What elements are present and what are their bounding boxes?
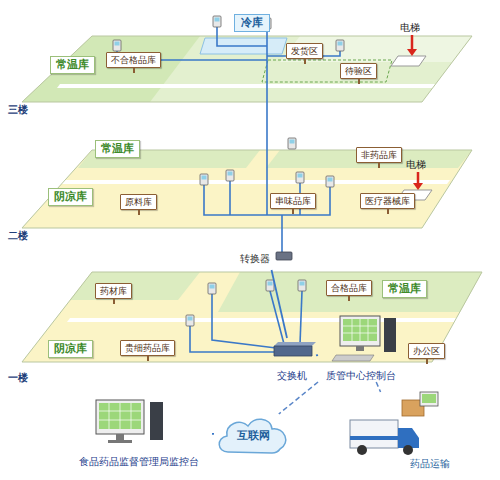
connector: [212, 433, 214, 435]
converter-node: 转换器: [240, 248, 298, 270]
network-switch: 交换机: [268, 338, 316, 382]
storage-sign: 不合格品库: [106, 52, 161, 68]
floor-zone: [280, 36, 472, 62]
sign-text: 待验区: [345, 66, 372, 76]
truck-stripe: [350, 436, 398, 440]
sign-text: 医疗器械库: [365, 196, 410, 206]
zone-text: 常温库: [101, 142, 134, 155]
floor-edge: [22, 272, 482, 362]
floor-zone: [266, 150, 472, 168]
storage-sign: 原料库: [120, 194, 157, 210]
floor-zone: [57, 84, 440, 88]
cloud-text: 互联网: [237, 428, 270, 443]
truck-cab: [398, 428, 419, 448]
truck-wheel: [403, 445, 413, 455]
floor-zone: [57, 180, 450, 184]
floor-label: 二楼: [8, 230, 28, 242]
sign-text: 原料库: [125, 197, 152, 207]
sign-text: 办公区: [413, 346, 440, 356]
floor-zone: [70, 272, 200, 300]
storage-sign: 串味品库: [270, 193, 316, 209]
floor-surface: [22, 150, 472, 228]
floor-zone: [67, 318, 460, 322]
sign-text: 发货区: [291, 46, 318, 56]
storage-sign: 办公区: [408, 343, 445, 359]
zone-label: 阴凉库: [48, 340, 93, 358]
monitor-base: [108, 440, 132, 443]
internet-cloud: 互联网: [214, 414, 292, 456]
control-console: 质管中心控制台: [318, 312, 404, 382]
zone-label: 常温库: [382, 280, 427, 298]
floor-label: 一楼: [8, 372, 28, 384]
pc-tower: [150, 402, 163, 440]
floor-zone: [22, 36, 200, 102]
storage-sign: 医疗器械库: [360, 193, 415, 209]
converter-icon: [276, 252, 292, 260]
cloud-shape: [219, 419, 286, 453]
storage-sign: 贵细药品库: [120, 340, 175, 356]
floor-label: 三楼: [8, 104, 28, 116]
cold-storage-label: 冷库: [234, 14, 270, 32]
zone-label: 常温库: [95, 140, 140, 158]
device-label: 药品运输: [410, 458, 450, 470]
zone-text: 阴凉库: [54, 342, 87, 355]
sensor: [213, 16, 221, 27]
sign-text: 药材库: [100, 286, 127, 296]
mini-screen: [422, 394, 436, 403]
sign-text: 非药品库: [361, 150, 397, 160]
cargo-box: [402, 400, 424, 416]
zone-text: 冷库: [241, 16, 263, 29]
floor-edge: [22, 150, 472, 228]
floor-edge: [22, 36, 472, 102]
dashed-connector: [376, 382, 380, 392]
elevator-label: 电梯: [406, 159, 426, 171]
storage-sign: 药材库: [95, 283, 132, 299]
storage-sign: 合格品库: [326, 280, 372, 296]
zone-label: 阴凉库: [48, 188, 93, 206]
zone-text: 常温库: [388, 282, 421, 295]
storage-sign: 非药品库: [356, 147, 402, 163]
device-label: 质管中心控制台: [318, 370, 404, 382]
floor-surface: [22, 36, 472, 102]
zone-label: 常温库: [50, 56, 95, 74]
device-label: 转换器: [240, 253, 270, 265]
mini-monitor: [420, 392, 438, 406]
sign-text: 贵细药品库: [125, 343, 170, 353]
dashed-connector: [279, 382, 318, 414]
monitor-console: 食品药品监督管理局监控台: [66, 396, 212, 468]
floor-outline: [5, 130, 480, 242]
elevator-label: 电梯: [400, 22, 420, 34]
zone-text: 阴凉库: [54, 190, 87, 203]
floor-plane: 一楼 药材库 合格品库 常温库阴凉库 贵细药品库交换机质管中心控制台 办公区: [5, 262, 485, 384]
storage-sign: 待验区: [340, 63, 377, 79]
monitor-screen: [99, 403, 141, 429]
sign-text: 合格品库: [331, 283, 367, 293]
floor-plane: 二楼 常温库非药品库阴凉库原料库 串味品库 医疗器械库: [5, 130, 480, 242]
sensor: [288, 138, 296, 149]
truck-cargo: [350, 420, 398, 448]
device-label: 食品药品监督管理局监控台: [66, 456, 212, 468]
transport-node: 药品运输: [345, 392, 450, 470]
monitor-stand: [116, 434, 124, 440]
storage-sign: 发货区: [286, 43, 323, 59]
floor-zone: [218, 272, 482, 312]
truck-wheel: [357, 445, 367, 455]
zone-text: 常温库: [56, 58, 89, 71]
device-label: 交换机: [268, 370, 316, 382]
floor-surface: [22, 272, 482, 362]
monitor-frame: [96, 400, 144, 434]
screen-grid: [99, 403, 141, 429]
sign-text: 不合格品库: [111, 55, 156, 65]
sign-text: 串味品库: [275, 196, 311, 206]
